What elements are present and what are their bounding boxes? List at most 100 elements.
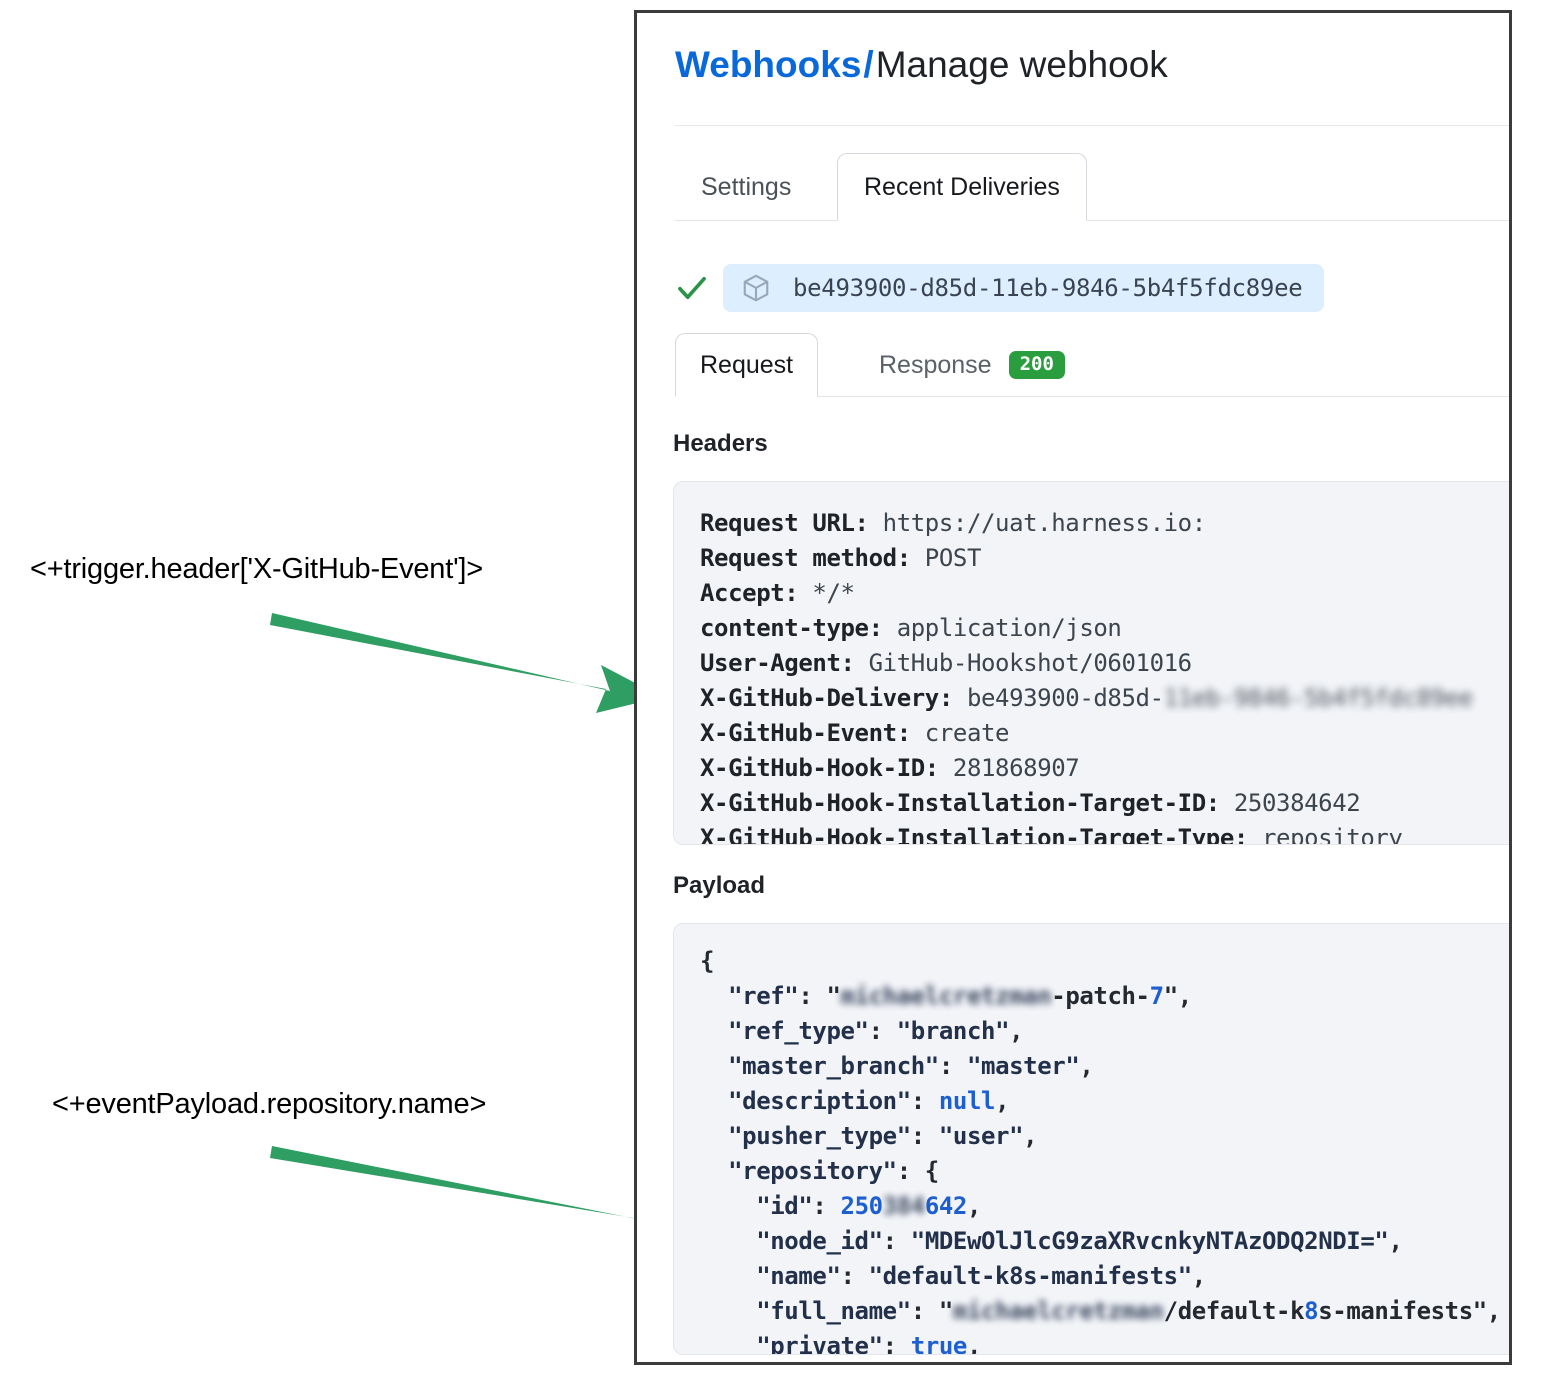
json-punct	[700, 1332, 756, 1354]
json-literal: true	[910, 1332, 968, 1355]
header-line: X-GitHub-Event: create	[700, 716, 1509, 751]
header-key: X-GitHub-Event:	[700, 719, 911, 747]
delivery-row: be493900-d85d-11eb-9846-5b4f5fdc89ee	[675, 261, 1325, 315]
delivery-id-chip[interactable]: be493900-d85d-11eb-9846-5b4f5fdc89ee	[723, 264, 1325, 312]
header-key: X-GitHub-Hook-ID:	[700, 754, 939, 782]
json-punct: :	[882, 1332, 911, 1355]
payload-section-title: Payload	[673, 872, 766, 899]
json-punct: : "	[798, 982, 841, 1010]
header-value: be493900-d85d-	[952, 684, 1164, 712]
status-badge: 200	[1008, 351, 1065, 379]
json-punct: : "	[910, 1297, 954, 1325]
json-punct: s-manifests",	[1318, 1297, 1501, 1325]
annotation-arrow-1	[270, 613, 662, 713]
breadcrumb-link-webhooks[interactable]: Webhooks	[675, 44, 862, 85]
header-line: X-GitHub-Delivery: be493900-d85d-11eb-98…	[700, 681, 1509, 716]
payload-redacted: michaelcretzman	[953, 1297, 1164, 1325]
header-line: X-GitHub-Hook-Installation-Target-Type: …	[700, 821, 1509, 845]
json-key: "ref_type"	[728, 1017, 869, 1045]
json-number: 642	[924, 1192, 968, 1220]
json-key: "node_id"	[756, 1227, 883, 1255]
json-punct: /default-k	[1163, 1297, 1305, 1325]
json-punct	[700, 1017, 728, 1045]
top-tab-baseline	[675, 220, 1509, 221]
header-key: Request method:	[700, 544, 911, 572]
header-line: content-type: application/json	[700, 611, 1509, 646]
annotation-label-trigger-header: <+trigger.header['X-GitHub-Event']>	[30, 553, 484, 585]
json-number: 250	[840, 1192, 884, 1220]
json-punct: :	[910, 1087, 939, 1115]
payload-redacted: 384	[882, 1192, 926, 1220]
json-punct: ,	[1079, 1052, 1094, 1080]
json-number: 8	[1304, 1297, 1319, 1325]
json-punct	[700, 1122, 728, 1150]
json-punct: ,	[1388, 1227, 1403, 1255]
json-string: "user"	[938, 1122, 1024, 1150]
json-punct: : {	[896, 1157, 940, 1185]
payload-line: "node_id": "MDEwOlJlcG9zaXRvcnkyNTAzODQ2…	[700, 1224, 1509, 1259]
payload-line: "master_branch": "master",	[700, 1049, 1509, 1084]
json-key: "description"	[728, 1087, 911, 1115]
json-punct	[700, 1297, 756, 1325]
header-value: application/json	[882, 614, 1122, 642]
header-value: 281868907	[938, 754, 1080, 782]
header-key: User-Agent:	[700, 649, 855, 677]
headers-section-title: Headers	[673, 430, 768, 457]
json-punct: ,	[1023, 1122, 1038, 1150]
payload-line: "repository": {	[700, 1154, 1509, 1189]
json-key: "full_name"	[756, 1297, 911, 1325]
json-key: "pusher_type"	[728, 1122, 911, 1150]
sub-tab-bar: Request Response 200	[675, 333, 1509, 397]
header-line: User-Agent: GitHub-Hookshot/0601016	[700, 646, 1509, 681]
json-punct: :	[938, 1052, 967, 1080]
tab-request-label: Request	[700, 350, 794, 379]
tab-request[interactable]: Request	[675, 333, 819, 397]
top-tab-bar: Settings Recent Deliveries	[675, 153, 1509, 221]
payload-code-box: { "ref": "michaelcretzman-patch-7", "ref…	[673, 923, 1509, 1355]
json-string: "branch"	[896, 1017, 1010, 1045]
header-line: Accept: */*	[700, 576, 1509, 611]
header-line: Request method: POST	[700, 541, 1509, 576]
json-punct: ,	[995, 1087, 1010, 1115]
breadcrumb: Webhooks/Manage webhook	[675, 41, 1168, 89]
json-key: "master_branch"	[728, 1052, 939, 1080]
tab-response[interactable]: Response 200	[855, 333, 1089, 397]
json-string: "MDEwOlJlcG9zaXRvcnkyNTAzODQ2NDI="	[910, 1227, 1389, 1255]
json-punct: ,	[1009, 1017, 1024, 1045]
payload-line: "name": "default-k8s-manifests",	[700, 1259, 1509, 1294]
header-value: POST	[910, 544, 982, 572]
check-icon	[678, 276, 706, 300]
payload-line: "ref": "michaelcretzman-patch-7",	[700, 979, 1509, 1014]
json-key: "id"	[756, 1192, 813, 1220]
json-punct	[700, 1192, 756, 1220]
header-value: GitHub-Hookshot/0601016	[854, 649, 1193, 677]
json-string: "master"	[966, 1052, 1080, 1080]
json-punct: :	[840, 1262, 869, 1290]
payload-line: {	[700, 944, 1509, 979]
header-key: X-GitHub-Hook-Installation-Target-Type:	[700, 824, 1248, 845]
tab-recent-deliveries[interactable]: Recent Deliveries	[837, 153, 1087, 221]
payload-redacted: michaelcretzman	[841, 982, 1052, 1010]
header-value: 250384642	[1219, 789, 1361, 817]
tab-settings[interactable]: Settings	[701, 172, 792, 201]
header-key: X-GitHub-Delivery:	[700, 684, 953, 712]
json-key: "name"	[756, 1262, 841, 1290]
header-value: create	[910, 719, 1010, 747]
json-punct: ,	[966, 1332, 982, 1355]
json-punct	[700, 1157, 728, 1185]
webhook-panel: Webhooks/Manage webhook Settings Recent …	[634, 10, 1512, 1365]
json-string: "default-k8s-manifests"	[868, 1262, 1193, 1290]
header-divider	[675, 125, 1509, 126]
delivery-id-text: be493900-d85d-11eb-9846-5b4f5fdc89ee	[793, 274, 1303, 302]
breadcrumb-separator: /	[863, 44, 874, 85]
page-title: Manage webhook	[875, 44, 1168, 85]
header-line: X-GitHub-Hook-ID: 281868907	[700, 751, 1509, 786]
json-number: 7	[1149, 982, 1164, 1010]
json-punct: ,	[966, 1192, 982, 1220]
header-key: Accept:	[700, 579, 799, 607]
json-punct: :	[882, 1227, 911, 1255]
annotation-label-event-payload: <+eventPayload.repository.name>	[52, 1088, 487, 1120]
payload-redacted-text: 384	[882, 1192, 926, 1220]
json-punct	[700, 1227, 756, 1255]
json-punct	[700, 1262, 756, 1290]
